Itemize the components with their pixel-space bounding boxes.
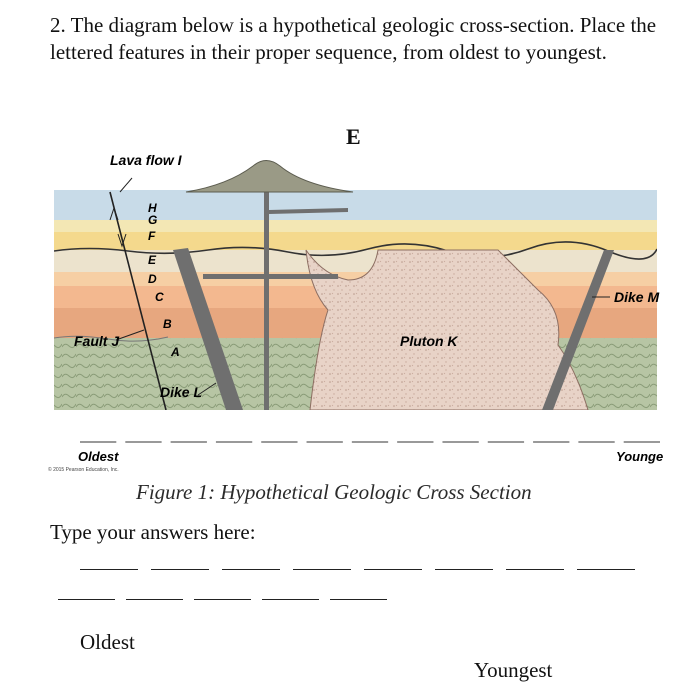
answer-blank[interactable] bbox=[435, 569, 493, 570]
scale-youngest-label: Youngest bbox=[616, 449, 663, 464]
dike-m-label: Dike M bbox=[614, 289, 659, 305]
answer-youngest-label: Youngest bbox=[474, 658, 553, 682]
cross-section-diagram: Lava flow I Fault J Dike L Dike M Pluton… bbox=[54, 152, 663, 464]
answer-blank[interactable] bbox=[506, 569, 564, 570]
answer-prompt: Type your answers here: bbox=[50, 520, 256, 544]
copyright-credit: © 2015 Pearson Education, Inc. bbox=[48, 467, 119, 473]
dike-l bbox=[173, 248, 243, 410]
answer-row-2 bbox=[58, 599, 387, 600]
lava-flow-arrow bbox=[119, 177, 133, 193]
answer-blank[interactable] bbox=[330, 599, 387, 600]
layer-f bbox=[54, 232, 657, 250]
answer-oldest-label: Oldest bbox=[80, 630, 135, 654]
layer-label-g: G bbox=[148, 213, 157, 227]
answer-blank[interactable] bbox=[80, 569, 138, 570]
unconformity-line-2 bbox=[54, 335, 169, 342]
layer-label-b: B bbox=[163, 317, 172, 331]
fault-j bbox=[109, 191, 167, 410]
fault-j-leader bbox=[115, 329, 145, 341]
feeder-conduit bbox=[264, 190, 269, 410]
answer-blank[interactable] bbox=[364, 569, 422, 570]
dike-l-label: Dike L bbox=[160, 384, 202, 400]
layer-label-a: A bbox=[170, 345, 180, 359]
layer-label-d: D bbox=[148, 272, 157, 286]
layer-h bbox=[54, 190, 657, 220]
answer-blank[interactable] bbox=[151, 569, 209, 570]
answer-blank[interactable] bbox=[194, 599, 251, 600]
scale-oldest-label: Oldest bbox=[78, 449, 119, 464]
feature-e-label: E bbox=[346, 124, 361, 149]
pluton-k-label: Pluton K bbox=[400, 333, 458, 349]
fault-arrow-down bbox=[117, 233, 127, 248]
lava-sill-arm bbox=[269, 208, 348, 214]
layer-label-c: C bbox=[155, 290, 164, 304]
question-text: 2. The diagram below is a hypothetical g… bbox=[50, 13, 657, 64]
pluton-k bbox=[305, 249, 589, 410]
dike-l-leader bbox=[197, 382, 217, 396]
fault-arrow-up bbox=[109, 206, 119, 221]
answer-row-1 bbox=[80, 569, 635, 570]
sill bbox=[203, 274, 338, 279]
layer-g bbox=[54, 220, 657, 232]
answer-blank[interactable] bbox=[222, 569, 280, 570]
dike-m bbox=[542, 250, 614, 410]
answer-blank[interactable] bbox=[293, 569, 351, 570]
fault-j-label: Fault J bbox=[74, 333, 120, 349]
layer-label-h: H bbox=[148, 201, 157, 215]
unconformity-line-1 bbox=[54, 241, 657, 260]
lava-flow-i bbox=[185, 160, 354, 193]
lava-flow-label: Lava flow I bbox=[110, 152, 183, 168]
layer-label-e: E bbox=[148, 253, 157, 267]
answer-blank[interactable] bbox=[262, 599, 319, 600]
answer-blank[interactable] bbox=[58, 599, 115, 600]
answer-blank[interactable] bbox=[126, 599, 183, 600]
layer-label-f: F bbox=[148, 229, 156, 243]
figure-caption: Figure 1: Hypothetical Geologic Cross Se… bbox=[136, 480, 532, 504]
answer-blank[interactable] bbox=[577, 569, 635, 570]
